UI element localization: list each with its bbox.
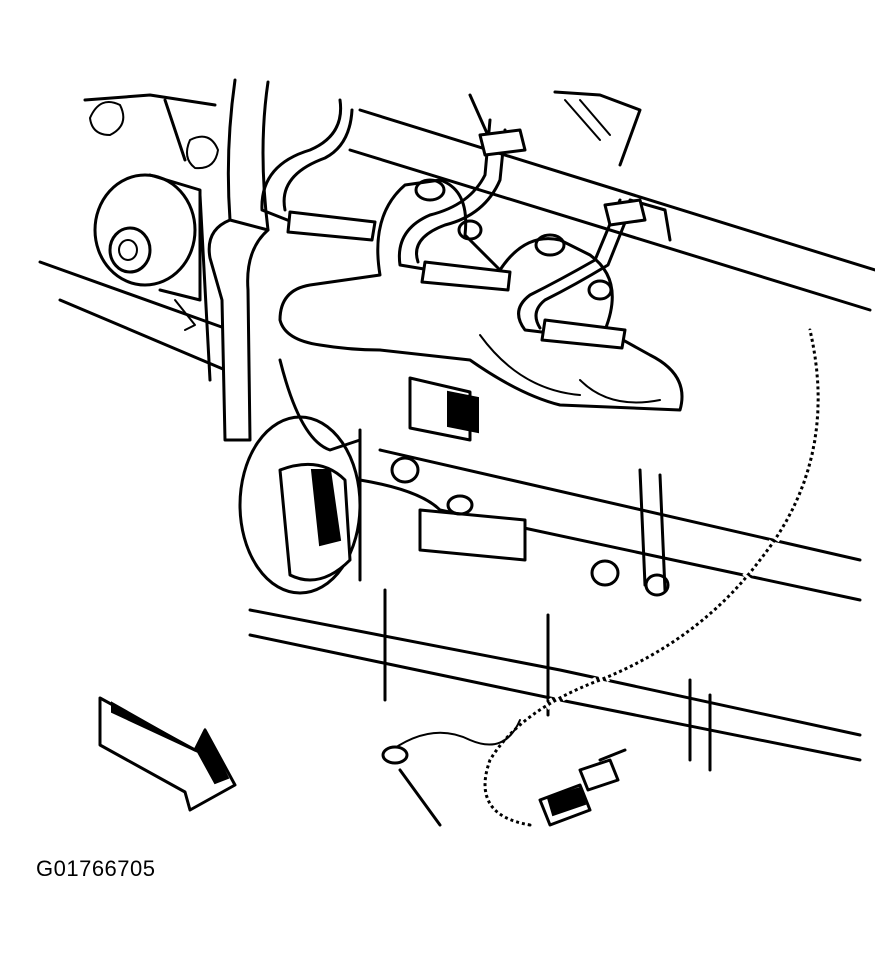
heater-hose [207, 78, 270, 442]
figure-id-label: G01766705 [36, 856, 156, 881]
exhaust-manifold [278, 178, 684, 412]
alternator-pulley [93, 173, 202, 331]
engine-block-lower [358, 376, 862, 602]
engine-illustration [38, 78, 875, 830]
spark-plug-leads [260, 98, 647, 350]
crankshaft-pulley [238, 358, 362, 595]
oil-pan [248, 588, 862, 827]
engine-block-outline [38, 90, 875, 382]
knock-sensor-harness [381, 328, 823, 830]
direction-arrow-icon [98, 696, 237, 812]
knock-sensor [538, 748, 627, 827]
